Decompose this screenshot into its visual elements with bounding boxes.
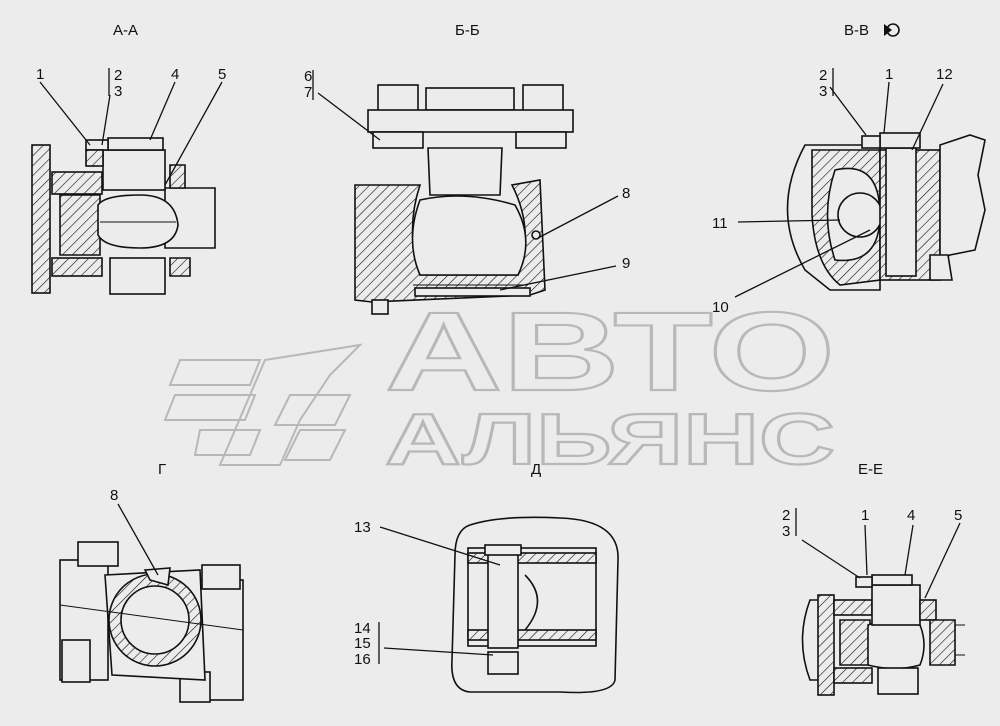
callout-aa-2: 2 <box>114 67 122 84</box>
view-g <box>59 503 244 703</box>
callout-d-16: 16 <box>354 651 371 668</box>
callout-vv-10: 10 <box>712 299 729 316</box>
section-title-ee: Е-Е <box>858 461 883 478</box>
view-aa <box>31 68 223 295</box>
callout-g-8: 8 <box>110 487 118 504</box>
callout-ee-4: 4 <box>907 507 915 524</box>
callout-aa-4: 4 <box>171 66 179 83</box>
view-ee <box>795 508 965 696</box>
callout-vv-11: 11 <box>712 215 728 232</box>
callout-bb-9: 9 <box>622 255 630 272</box>
view-d <box>378 516 619 694</box>
watermark-logo-icon <box>163 343 363 466</box>
view-bb <box>312 70 619 315</box>
watermark-line2: АЛЬЯНС <box>385 400 835 480</box>
callout-aa-1: 1 <box>36 66 44 83</box>
callout-aa-3: 3 <box>114 83 122 100</box>
callout-d-15: 15 <box>354 635 371 652</box>
watermark: АВТО АЛЬЯНС <box>163 288 836 481</box>
section-title-vv: В-В <box>844 22 869 39</box>
callout-d-14: 14 <box>354 620 371 637</box>
watermark-line1: АВТО <box>385 289 835 414</box>
callout-aa-5: 5 <box>218 66 226 83</box>
section-title-bb: Б-Б <box>455 22 480 39</box>
section-title-g: Г <box>158 461 166 478</box>
callout-vv-1: 1 <box>885 66 893 83</box>
section-title-aa: А-А <box>113 22 138 39</box>
callout-ee-1: 1 <box>861 507 869 524</box>
callout-bb-6: 6 <box>304 68 312 85</box>
view-vv <box>734 68 986 298</box>
callout-vv-2: 2 <box>819 67 827 84</box>
rotation-icon <box>884 23 900 37</box>
callout-vv-12: 12 <box>936 66 953 83</box>
callout-bb-7: 7 <box>304 84 312 101</box>
callout-d-13: 13 <box>354 519 371 536</box>
section-title-d: Д <box>531 461 541 478</box>
callout-vv-3: 3 <box>819 83 827 100</box>
callout-ee-2: 2 <box>782 507 790 524</box>
callout-bb-8: 8 <box>622 185 630 202</box>
callout-ee-3: 3 <box>782 523 790 540</box>
callout-ee-5: 5 <box>954 507 962 524</box>
